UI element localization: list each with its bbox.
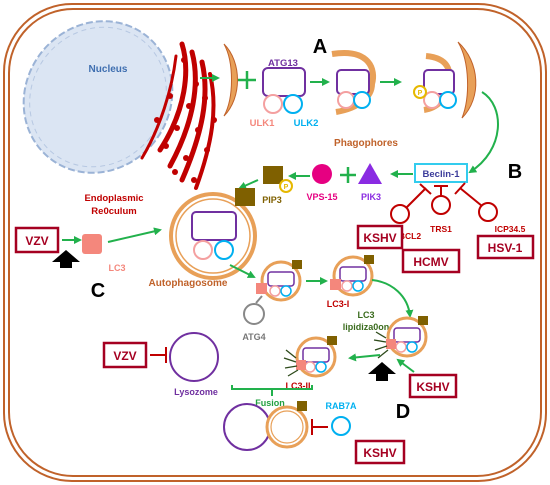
- kshv-upregulation-arrow: [368, 362, 396, 381]
- vps15-circle: [312, 164, 332, 184]
- kshv-lipidation-label: KSHV: [416, 380, 449, 394]
- vzv-top-box: [14, 226, 60, 254]
- nucleus: Nucleus: [22, 20, 174, 174]
- phagophore-crescent-2: [457, 41, 477, 119]
- fusion-lysosome: [223, 403, 271, 451]
- ulk-complex-3: [413, 53, 457, 113]
- er-label-line1: Endoplasmic: [84, 193, 143, 204]
- hcmv-box: [401, 248, 461, 274]
- pip3-label: PIP3: [262, 195, 282, 205]
- kshv-rab7a-label: KSHV: [363, 446, 396, 460]
- ulk-complex-2: [331, 49, 376, 115]
- ulk-complex-1: [262, 67, 306, 114]
- lysozome-label: Lysozome: [174, 387, 218, 397]
- lc3-square: [82, 234, 102, 254]
- lc3-lipidation-line2: lipidiza0on: [343, 322, 390, 332]
- cell-membrane-outer: [3, 3, 547, 482]
- vzv-lysosome-box: [102, 341, 148, 369]
- vzv-lysosome-label: VZV: [113, 349, 136, 363]
- inhibit-plus-sign: [238, 71, 256, 89]
- kshv-lipidation-box: [408, 373, 458, 399]
- beclin1-box: [414, 163, 468, 183]
- lc3-lipidation-line1: LC3: [357, 310, 374, 320]
- icp345-label: ICP34.5: [495, 224, 526, 234]
- lc3ii-label: LC3-II: [285, 381, 310, 391]
- atg4-circle: [243, 303, 265, 325]
- fusion-autophagosome: [265, 401, 309, 449]
- autophagosome-lc3ii: [283, 336, 337, 378]
- er-label-line2: Re0culum: [91, 206, 136, 217]
- pip3-phospho: [279, 179, 293, 193]
- trs1-label: TRS1: [430, 224, 452, 234]
- bcl2-label: BCL2: [399, 231, 421, 241]
- panel-letter-b: B: [508, 161, 522, 183]
- vzv-upregulation-arrow: [52, 250, 80, 268]
- hcmv-label: HCMV: [413, 255, 448, 269]
- vzv-top-label: VZV: [25, 234, 48, 248]
- autophagosome-lipidated: [373, 316, 428, 359]
- atg13-label: ATG13: [268, 58, 298, 69]
- autophagosome: [169, 188, 257, 280]
- pip3-square: [263, 166, 283, 184]
- phagophores-label: Phagophores: [334, 138, 398, 149]
- phospho-label-1: P: [418, 90, 423, 97]
- phagophore-crescent-1: [223, 43, 238, 117]
- rab7a-inhibit: [311, 419, 328, 435]
- hsv1-label: HSV-1: [488, 241, 523, 255]
- cell-membrane-inner: [8, 8, 542, 477]
- lysosome: [169, 332, 219, 382]
- autophagosome-lc3i: [330, 255, 374, 297]
- ulk2-label: ULK2: [294, 118, 319, 129]
- kshv-rab7a-box: [354, 439, 406, 465]
- pik3-label: PIK3: [361, 192, 381, 202]
- beclin-inhibitors: [390, 182, 498, 224]
- rab7a-label: RAB7A: [325, 401, 357, 411]
- endoplasmic-reticulum: [140, 41, 217, 190]
- vps15-pik3-plus: [340, 167, 356, 183]
- vzv-lysosome-inhibit: [150, 347, 167, 363]
- autophagosome-label: Autophagosome: [149, 278, 228, 289]
- vps15-label: VPS-15: [306, 192, 337, 202]
- hsv1-box: [476, 234, 535, 260]
- panel-letter-d: D: [396, 401, 410, 423]
- fusion-label: Fusion: [255, 398, 285, 408]
- phospho-label-2: P: [284, 184, 289, 191]
- fusion-bracket: [231, 385, 313, 396]
- pik3-triangle: [358, 163, 382, 184]
- lc3-label: LC3: [108, 263, 125, 273]
- ulk1-label: ULK1: [250, 118, 276, 129]
- beclin1-label: Beclin-1: [423, 169, 461, 180]
- panel-letter-a: A: [313, 36, 327, 58]
- rab7a-circle: [331, 416, 351, 436]
- kshv-beclin-label: KSHV: [363, 231, 396, 245]
- autophagosome-atg4: [256, 260, 302, 302]
- panel-letter-c: C: [91, 280, 105, 302]
- kshv-beclin-box: [356, 224, 404, 250]
- nucleus-label: Nucleus: [89, 64, 128, 75]
- lc3i-label: LC3-I: [327, 299, 350, 309]
- atg4-label: ATG4: [242, 332, 265, 342]
